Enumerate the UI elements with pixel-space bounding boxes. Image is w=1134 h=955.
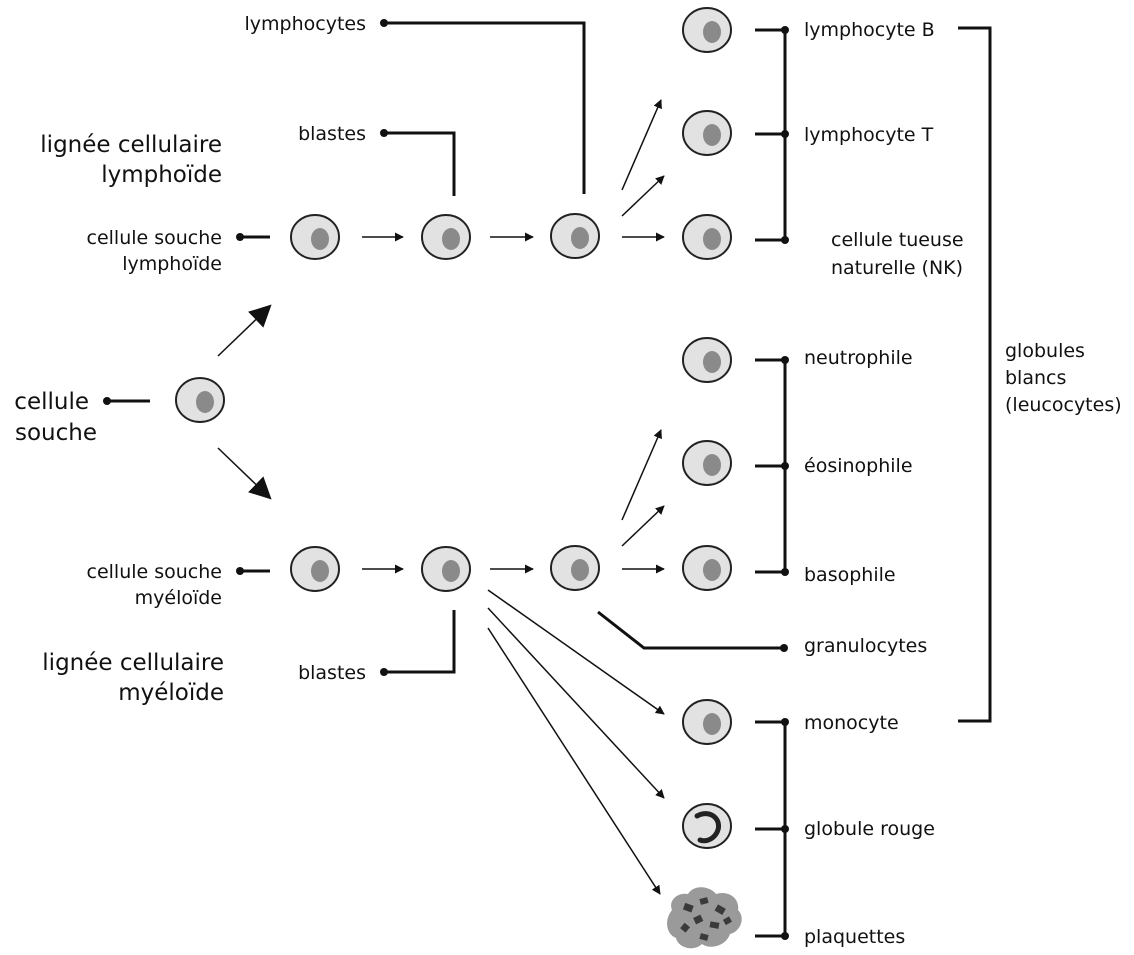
label-lignee-myeloide-1: lignée cellulaire — [42, 650, 224, 676]
cell-eosinophil — [682, 440, 732, 486]
label-lymphocytes: lymphocytes — [245, 13, 367, 35]
cell-lymphoid-blast — [421, 214, 471, 260]
label-lignee-myeloide-2: myéloïde — [118, 680, 224, 706]
label-lignee-lymphoide-1: lignée cellulaire — [40, 132, 222, 158]
cell-monocyte — [682, 699, 732, 745]
label-globules-blancs-3: (leucocytes) — [1005, 394, 1122, 416]
cell-lymphocyte-precursor — [550, 213, 600, 259]
cell-red-blood — [682, 803, 732, 849]
label-blastes-top: blastes — [298, 123, 366, 145]
arrow-stem-to-myeloid — [217, 447, 272, 500]
label-lymphocyte-b: lymphocyte B — [804, 19, 935, 41]
label-cellule-souche-lymphoide-2: lymphoïde — [122, 253, 222, 275]
label-nk-2: naturelle (NK) — [831, 257, 963, 279]
label-neutrophile: neutrophile — [804, 347, 913, 369]
label-cellule-souche-myeloide-2: myéloïde — [135, 587, 222, 609]
label-eosinophile: éosinophile — [804, 455, 913, 477]
cell-lymphoid-stem — [290, 214, 340, 260]
labels: lymphocytes blastes lignée cellulaire ly… — [14, 13, 1121, 948]
arrow-to-red-blood — [487, 607, 665, 799]
label-blastes-bottom: blastes — [298, 662, 366, 684]
label-nk-1: cellule tueuse — [831, 229, 964, 251]
label-cellule-souche-myeloide-1: cellule souche — [87, 561, 223, 583]
arrows — [217, 99, 665, 895]
cell-platelets — [667, 887, 742, 949]
cell-neutrophil — [682, 337, 732, 383]
label-basophile: basophile — [804, 564, 896, 586]
label-cellule-souche-2: souche — [15, 420, 97, 446]
connectors — [103, 19, 992, 940]
label-cellule-souche-lymphoide-1: cellule souche — [87, 227, 223, 249]
label-globule-rouge: globule rouge — [804, 818, 935, 840]
cell-myeloid-blast — [421, 546, 471, 592]
arrow-stem-to-lymphoid — [217, 304, 272, 357]
label-granulocytes: granulocytes — [804, 635, 927, 657]
label-cellule-souche-1: cellule — [14, 389, 89, 415]
label-monocyte: monocyte — [804, 712, 899, 734]
label-globules-blancs-2: blancs — [1005, 367, 1066, 389]
cell-nk — [682, 214, 732, 260]
arrow-to-neutrophil — [621, 429, 662, 521]
label-globules-blancs-1: globules — [1005, 340, 1085, 362]
arrow-to-lymphocyte-t — [621, 175, 665, 217]
label-lignee-lymphoide-2: lymphoïde — [101, 162, 222, 188]
cell-stem — [175, 377, 225, 423]
cell-lymphocyte-t — [682, 110, 732, 156]
cell-basophil — [682, 545, 732, 591]
cell-lymphocyte-b — [682, 7, 732, 53]
arrow-to-platelets — [487, 627, 661, 895]
cell-granulocyte-precursor — [550, 545, 600, 591]
arrow-to-eosinophil — [621, 505, 665, 547]
arrow-to-lymphocyte-b — [621, 99, 662, 191]
arrow-to-monocyte — [487, 589, 665, 715]
cell-myeloid-stem — [290, 546, 340, 592]
label-lymphocyte-t: lymphocyte T — [804, 124, 934, 146]
label-plaquettes: plaquettes — [804, 926, 905, 948]
